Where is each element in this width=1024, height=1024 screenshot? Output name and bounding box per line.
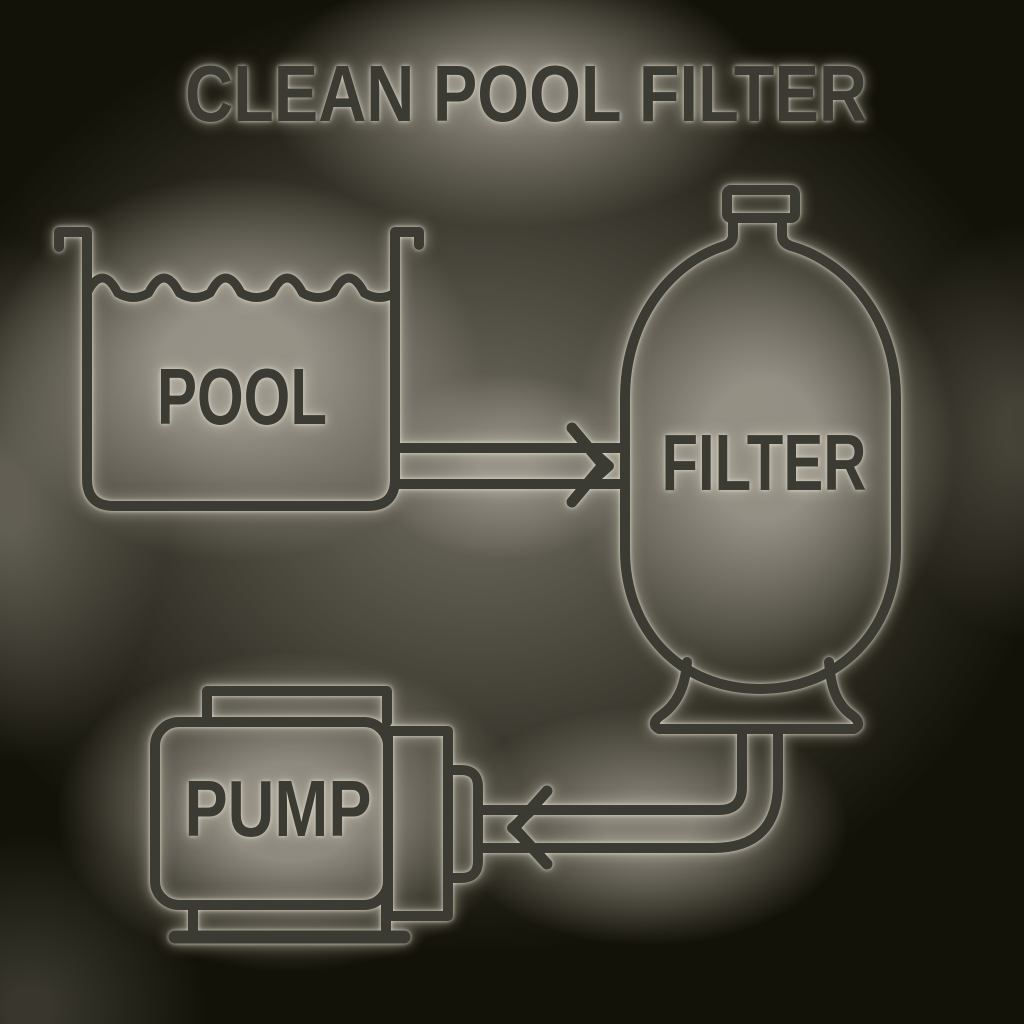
filter-cap xyxy=(722,185,800,223)
return-pipe-outer-line xyxy=(476,729,783,853)
return-pipe-inner-line xyxy=(476,729,747,815)
pump-icon: PUMP xyxy=(150,686,483,944)
pool-water-wave xyxy=(82,273,400,302)
arrow-right-icon xyxy=(566,422,609,508)
filter-label: FILTER xyxy=(662,418,867,507)
arrow-left-inner-icon xyxy=(507,807,535,850)
pump-top-box xyxy=(202,686,392,727)
pool-label: POOL xyxy=(157,352,327,441)
pump-motor-section xyxy=(383,726,453,921)
pump-flange xyxy=(443,765,483,883)
pool-tank-icon: POOL xyxy=(54,227,424,511)
pipe-pool-to-filter xyxy=(390,422,627,508)
filter-vessel-outline xyxy=(620,213,901,694)
page-title: CLEAN POOL FILTER xyxy=(185,49,867,138)
arrow-right-inner-icon xyxy=(585,444,614,488)
pump-label: PUMP xyxy=(185,764,372,853)
filter-base-skirt xyxy=(649,657,864,734)
pipe-filter-to-pump xyxy=(476,729,783,870)
filter-vessel-icon: FILTER xyxy=(620,185,901,734)
